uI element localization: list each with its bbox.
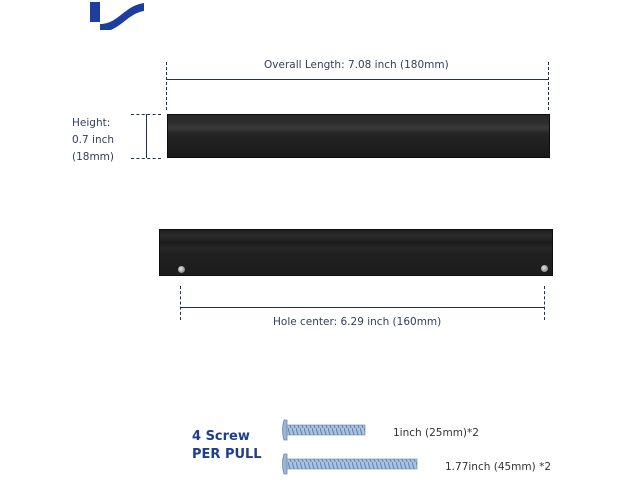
height-label-line2: 0.7 inch <box>72 134 115 146</box>
overall-length-label: Overall Length: 7.08 inch (180mm) <box>264 59 449 71</box>
handle-back-view <box>159 229 553 276</box>
hole-right-marker <box>544 286 545 320</box>
length-dimension-line <box>167 79 549 80</box>
length-right-marker <box>548 62 549 110</box>
height-label-line3: (18mm) <box>72 151 115 163</box>
handle-front-view <box>167 114 550 158</box>
screw-title-line2: PER PULL <box>192 447 262 462</box>
hole-dimension-line <box>181 307 545 308</box>
height-bottom-marker <box>131 158 161 159</box>
long-screw-label: 1.77inch (45mm) *2 <box>445 461 551 473</box>
long-screw-icon <box>282 453 418 475</box>
height-dimension-line <box>146 114 147 158</box>
length-left-marker <box>166 62 167 110</box>
wave-logo-icon <box>90 2 144 30</box>
screw-count-title: 4 Screw PER PULL <box>192 428 262 464</box>
left-screw-hole <box>178 266 185 273</box>
short-screw-icon <box>282 419 366 441</box>
hole-center-label: Hole center: 6.29 inch (160mm) <box>273 316 442 328</box>
screw-title-line1: 4 Screw <box>192 429 250 444</box>
hole-left-marker <box>180 286 181 320</box>
height-label: Height: 0.7 inch (18mm) <box>72 115 114 166</box>
right-screw-hole <box>541 265 548 272</box>
height-label-line1: Height: <box>72 117 111 129</box>
short-screw-label: 1inch (25mm)*2 <box>393 427 479 439</box>
